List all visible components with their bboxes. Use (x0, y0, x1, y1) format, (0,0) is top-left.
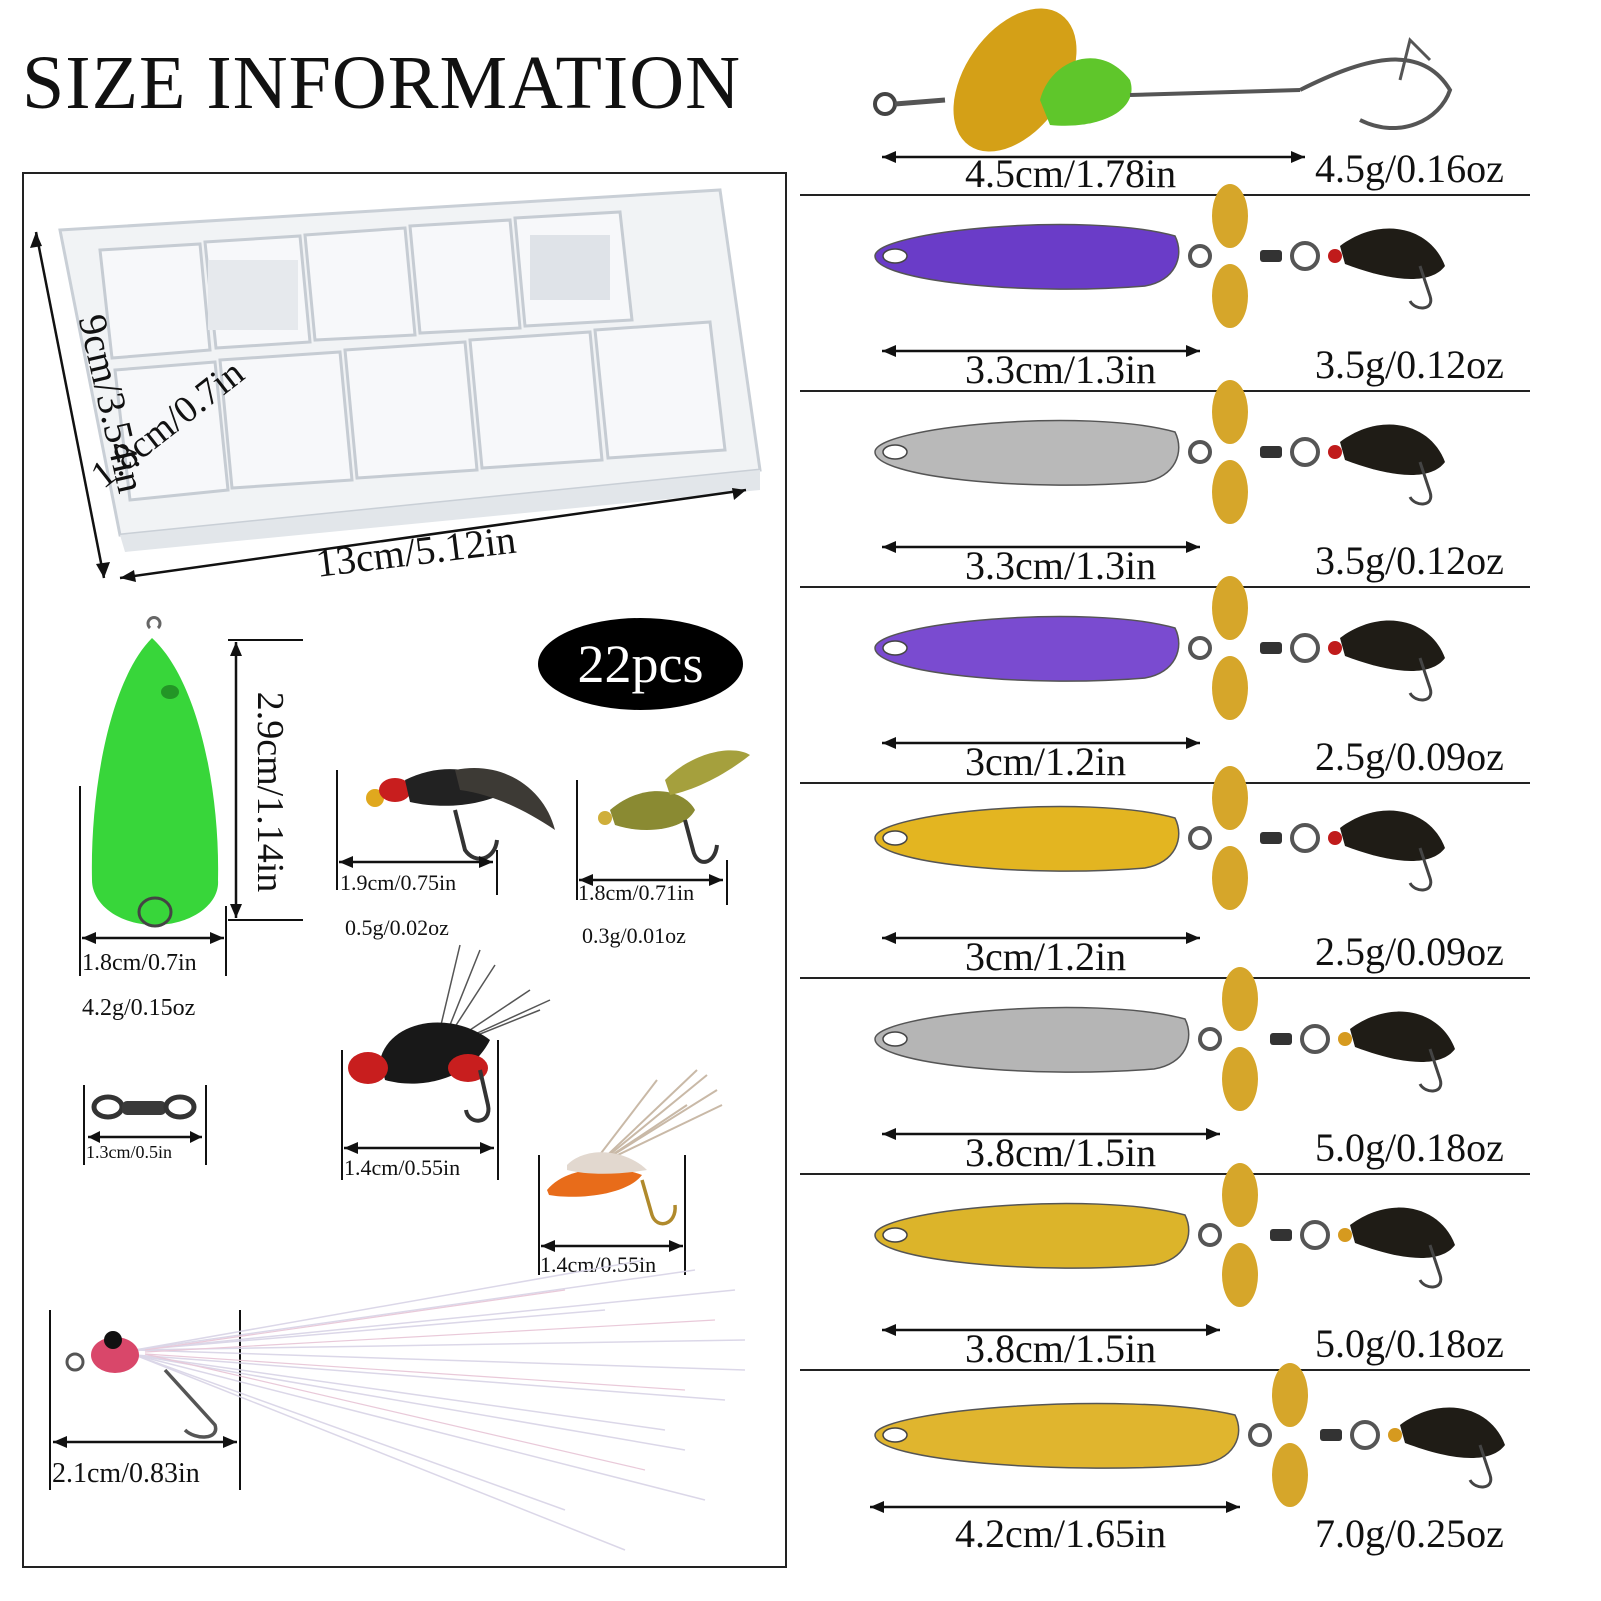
lure-length-label-2: 3.3cm/1.3in (965, 347, 1157, 392)
fly-b-dim (579, 860, 728, 905)
lure-weight-label-7: 5.0g/0.18oz (1315, 1321, 1504, 1366)
swivel-image (83, 1085, 207, 1165)
fly-a-length-label: 1.9cm/0.75in (340, 870, 457, 895)
fly-b-length-label: 1.8cm/0.71in (578, 880, 695, 905)
tackle-box-image (58, 188, 762, 552)
fly-d-image (538, 1069, 723, 1275)
fly-c-image (341, 944, 551, 1180)
lure-image-5 (800, 766, 1530, 979)
lure-image-1 (800, 8, 1530, 196)
box-width-arrow (119, 488, 747, 582)
fly-a-dim (339, 850, 498, 895)
lure-image-6 (800, 967, 1530, 1175)
lure-length-label-3: 3.3cm/1.3in (965, 543, 1157, 588)
fly-c-length-label: 1.4cm/0.55in (344, 1155, 461, 1180)
fly-b-image (576, 750, 750, 900)
lure-image-3 (800, 380, 1530, 588)
lure-length-label-5: 3cm/1.2in (965, 934, 1127, 979)
lure-image-8 (870, 1363, 1505, 1513)
box-height-arrow (30, 231, 110, 579)
float-image (91, 616, 219, 928)
streamer-image (49, 1259, 746, 1551)
lure-image-7 (800, 1163, 1530, 1371)
lure-length-label-7: 3.8cm/1.5in (965, 1326, 1157, 1371)
float-height-label: 2.9cm/1.14in (249, 691, 291, 893)
lure-weight-label-3: 3.5g/0.12oz (1315, 538, 1504, 583)
fly-d-length-label: 1.4cm/0.55in (540, 1252, 657, 1277)
lure-weight-label-5: 2.5g/0.09oz (1315, 929, 1504, 974)
lure-length-label-1: 4.5cm/1.78in (965, 151, 1177, 196)
float-weight-label: 4.2g/0.15oz (82, 995, 196, 1021)
lure-image-4 (800, 576, 1530, 784)
count-badge: 22pcs (538, 618, 743, 710)
lure-image-2 (800, 184, 1530, 392)
swivel-length-label: 1.3cm/0.5in (86, 1142, 172, 1162)
fly-b-weight-label: 0.3g/0.01oz (582, 923, 686, 948)
fly-c-dim (344, 1142, 494, 1154)
float-dim-lines (79, 639, 303, 976)
lure-length-label-6: 3.8cm/1.5in (965, 1130, 1157, 1175)
lure-length-label-4: 3cm/1.2in (965, 739, 1127, 784)
page-title: SIZE INFORMATION (22, 41, 741, 125)
lure-weight-label-2: 3.5g/0.12oz (1315, 342, 1504, 387)
fly-d-dim (541, 1240, 683, 1252)
streamer-length-label: 2.1cm/0.83in (52, 1458, 200, 1489)
fly-a-weight-label: 0.5g/0.02oz (345, 915, 449, 940)
lure-weight-label-6: 5.0g/0.18oz (1315, 1125, 1504, 1170)
fly-a-image (336, 768, 555, 890)
lure-weight-label-1: 4.5g/0.16oz (1315, 146, 1504, 191)
lure-weight-label-4: 2.5g/0.09oz (1315, 734, 1504, 779)
lure-length-label-8: 4.2cm/1.65in (955, 1511, 1167, 1556)
float-width-label: 1.8cm/0.7in (82, 950, 197, 976)
left-panel (22, 172, 787, 1568)
lure-weight-label-8: 7.0g/0.25oz (1315, 1511, 1504, 1556)
